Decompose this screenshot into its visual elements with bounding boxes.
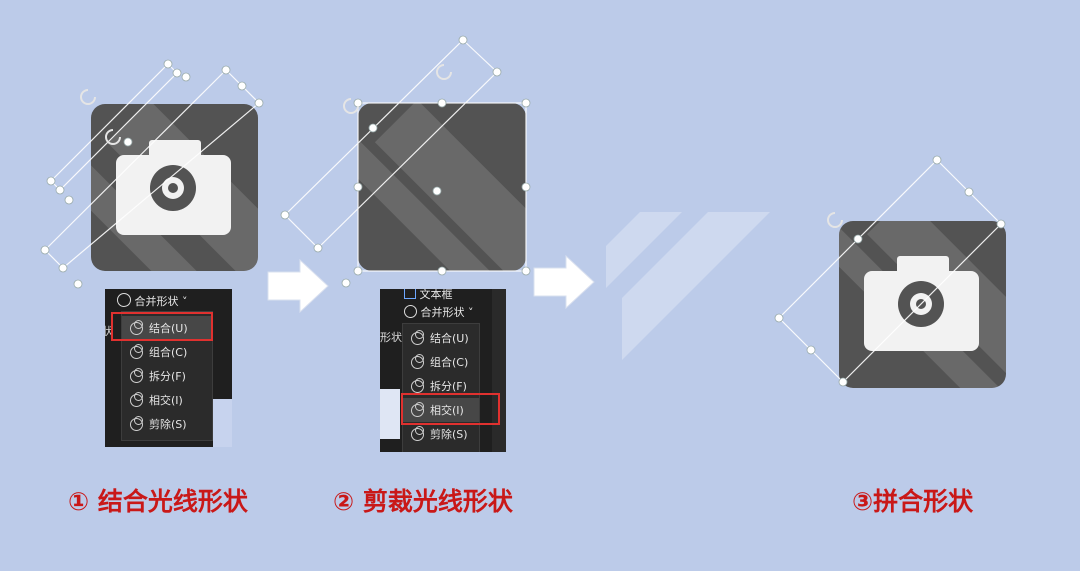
step2-icon-tile — [358, 103, 526, 271]
step3-caption: ③拼合形状 — [852, 487, 974, 516]
union-icon — [130, 319, 143, 335]
subtract-icon — [130, 415, 143, 431]
step3-icon-tile — [839, 221, 1006, 388]
step1-menu-title[interactable]: 合并形状 — [134, 295, 179, 308]
merge-shapes-icon — [404, 305, 417, 318]
fragment-icon — [130, 367, 143, 383]
subtract-icon — [411, 425, 424, 441]
step2-highlight-box — [401, 393, 500, 425]
menu-item-union[interactable]: 结合(U) — [122, 316, 212, 340]
step1-side-label: 形状 — [105, 325, 113, 338]
intersect-icon — [411, 401, 424, 417]
step2-toolbar-label[interactable]: 文本框 — [419, 289, 453, 301]
step2-left-panel — [380, 389, 400, 439]
menu-item-intersect[interactable]: 相交(I) — [122, 388, 212, 412]
menu-item-subtract[interactable]: 剪除(S) — [403, 422, 479, 446]
rotate-handle-icon — [827, 212, 843, 228]
light-stripes-shape — [606, 212, 770, 360]
textbox-icon — [404, 289, 416, 299]
fragment-icon — [411, 377, 424, 393]
menu-item-intersect[interactable]: 相交(I) — [403, 398, 479, 422]
union-icon — [411, 329, 424, 345]
camera-icon — [116, 140, 231, 236]
step2-right-strip — [492, 289, 506, 452]
merge-shapes-icon — [117, 293, 131, 307]
step2-side-label: 形状 — [380, 331, 402, 344]
step1-icon-tile — [91, 104, 258, 271]
step2-caption: ② 剪裁光线形状 — [333, 487, 513, 516]
step1-menu-screenshot: 合并形状 ˅ 形状 结合(U) 组合(C) 拆分(F) 相交(I) 剪除(S) — [105, 289, 232, 447]
menu-item-subtract[interactable]: 剪除(S) — [122, 412, 212, 436]
step2-menu-title[interactable]: 合并形状 — [420, 306, 465, 319]
step1-menu-list: 结合(U) 组合(C) 拆分(F) 相交(I) 剪除(S) — [121, 311, 213, 441]
step1-highlight-box — [111, 312, 213, 341]
combine-icon — [130, 343, 143, 359]
step1-caption: ① 结合光线形状 — [68, 487, 248, 516]
combine-icon — [411, 353, 424, 369]
intersect-icon — [130, 391, 143, 407]
menu-item-combine[interactable]: 组合(C) — [122, 340, 212, 364]
rotate-handle-icon — [80, 89, 121, 145]
menu-item-union[interactable]: 结合(U) — [403, 326, 479, 350]
menu-item-fragment[interactable]: 拆分(F) — [122, 364, 212, 388]
rotate-handle-icon — [343, 64, 452, 114]
step2-menu-list: 结合(U) 组合(C) 拆分(F) 相交(I) 剪除(S) — [402, 323, 480, 452]
menu-item-combine[interactable]: 组合(C) — [403, 350, 479, 374]
camera-icon — [864, 256, 979, 352]
right-arrow-icon — [533, 254, 595, 310]
step1-right-panel — [213, 399, 232, 447]
menu-item-fragment[interactable]: 拆分(F) — [403, 374, 479, 398]
right-arrow-icon — [267, 258, 329, 314]
